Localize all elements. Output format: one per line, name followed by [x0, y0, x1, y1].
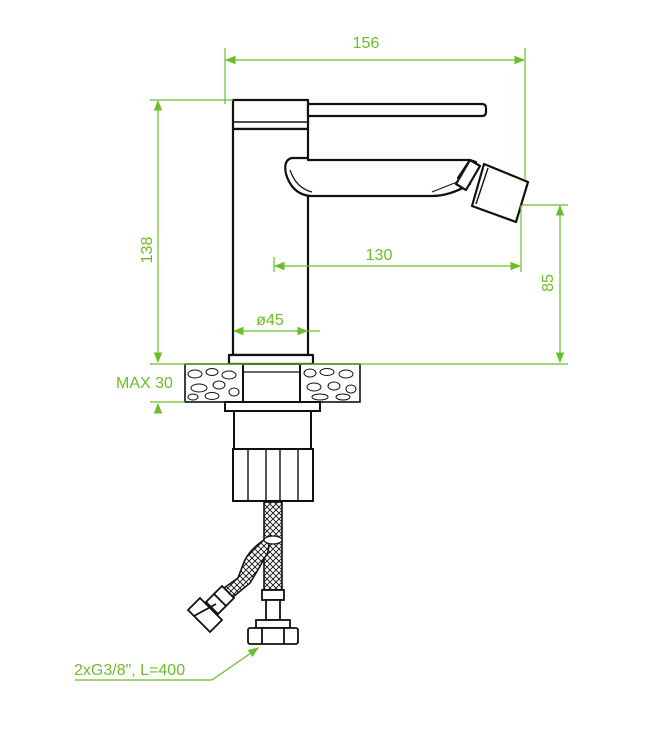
fitting-straight [247, 589, 299, 645]
label-spout-height: 85 [540, 274, 557, 292]
spray-nozzle [454, 158, 530, 224]
label-max-countertop: MAX 30 [116, 375, 173, 392]
fitting-bent [186, 584, 236, 634]
faucet-outline [227, 98, 530, 366]
lever [306, 102, 488, 118]
dimension-lines [75, 48, 568, 681]
countertop [184, 363, 361, 403]
washer [233, 410, 312, 450]
dimension-labels: 156 138 130 85 ø45 MAX 30 2xG3/8", L=400 [74, 35, 557, 679]
hose-bent [222, 534, 271, 599]
fixing-nut [232, 448, 314, 502]
gasket [224, 401, 321, 412]
supply-hoses [186, 501, 299, 645]
leader-hoses [75, 647, 259, 681]
handle-cap [231, 98, 310, 131]
label-body-diameter: ø45 [256, 312, 284, 329]
label-total-width: 156 [353, 35, 380, 52]
threaded-shank [242, 363, 301, 403]
spout [284, 156, 472, 198]
label-spout-reach: 130 [366, 247, 393, 264]
base-flange [227, 353, 315, 366]
label-hoses: 2xG3/8", L=400 [74, 662, 185, 679]
label-total-height: 138 [139, 237, 156, 264]
